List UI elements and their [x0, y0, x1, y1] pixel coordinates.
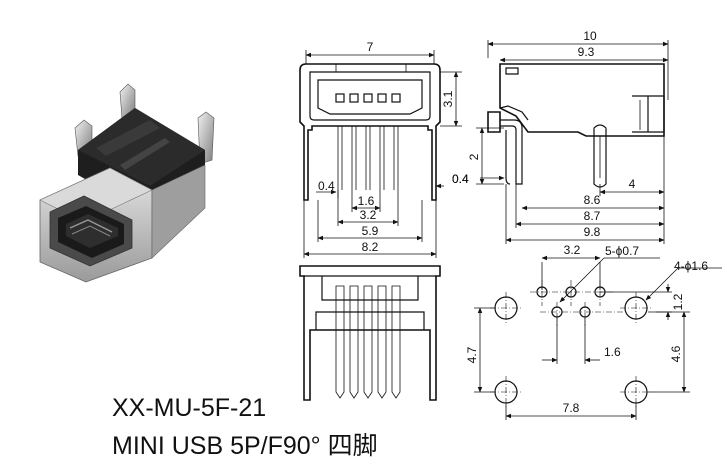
front-view: 7 3.1 0.4: [299, 40, 469, 258]
dim-pin-width-left: 0.4: [318, 179, 335, 193]
dim-overall-10: 10: [583, 29, 597, 43]
dim-body-9-3: 9.3: [578, 45, 595, 59]
dim-width-top: 7: [367, 40, 374, 54]
dim-post-4: 4: [629, 177, 636, 191]
dim-row-pitch: 1.6: [604, 345, 621, 359]
dim-pin-span: 3.2: [564, 243, 581, 257]
dim-pin-width-right: 0.4: [452, 172, 469, 186]
pin-holes: [536, 286, 606, 318]
dim-left-height: 4.7: [465, 346, 479, 363]
dim-8-7: 8.7: [584, 209, 601, 223]
dim-9-8: 9.8: [584, 225, 601, 239]
front-contacts: [335, 93, 401, 103]
bottom-view: [299, 265, 441, 401]
model-number: XX-MU-5F-21: [112, 394, 266, 422]
dim-post-span: 7.8: [563, 401, 580, 415]
connector-photo: [39, 83, 215, 283]
post-holes: [490, 292, 652, 408]
dim-tail-0-4: 0.4: [452, 172, 469, 186]
dim-overall-8-2: 8.2: [362, 240, 379, 254]
dim-row-offset: 1.2: [671, 293, 685, 310]
dim-span-3-2: 3.2: [360, 208, 377, 222]
dim-right-height: 4.6: [669, 345, 683, 362]
dim-tail-2: 2: [467, 153, 481, 160]
part-description: MINI USB 5P/F90° 四脚: [112, 432, 378, 460]
bottom-pin-legs: [335, 285, 401, 399]
label-post-holes: 4-ϕ1.6: [674, 259, 708, 273]
dim-span-5-9: 5.9: [362, 224, 379, 238]
front-pin-legs: [337, 126, 399, 190]
dim-8-6: 8.6: [584, 193, 601, 207]
side-view: 10 9.3 2 0.4 4 8.6: [452, 29, 669, 244]
label-pin-holes: 5-ϕ0.7: [605, 244, 639, 258]
pcb-footprint: 3.2 5-ϕ0.7 4-ϕ1.6: [465, 243, 722, 420]
dim-height: 3.1: [441, 90, 455, 107]
dim-pitch: 1.6: [358, 194, 375, 208]
